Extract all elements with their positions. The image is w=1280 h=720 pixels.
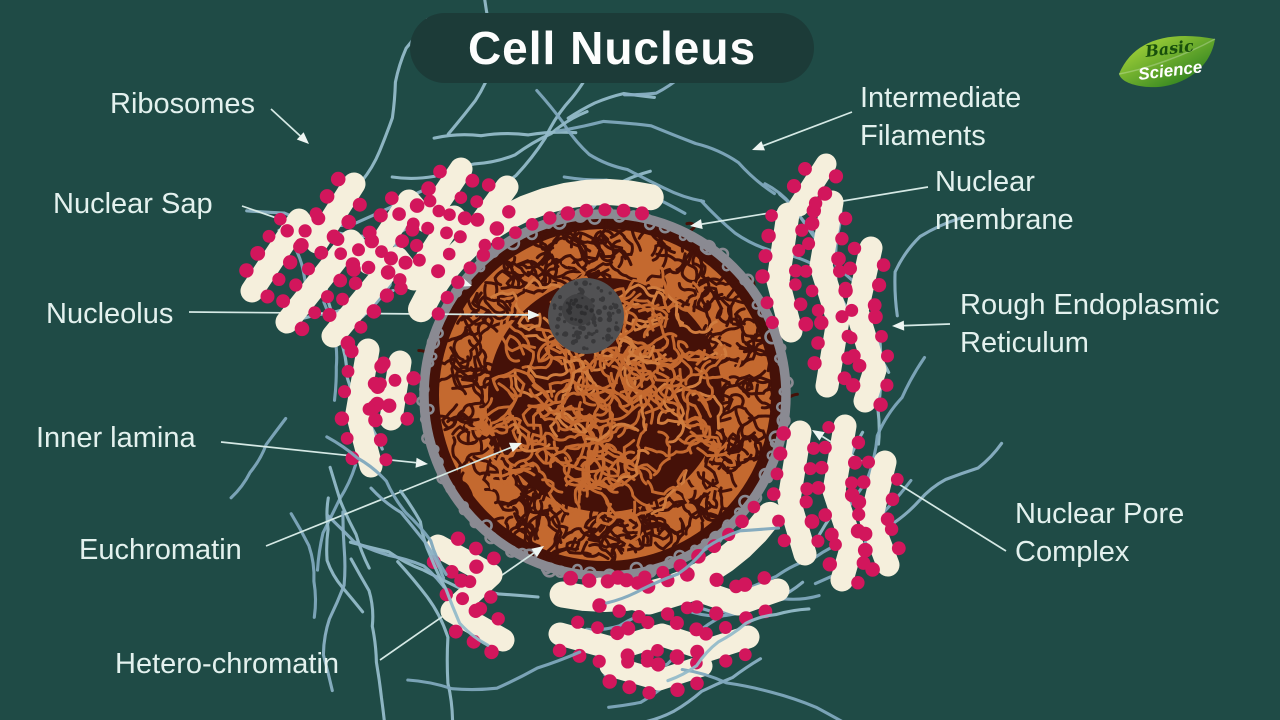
label-nuclear-membrane: Nuclear membrane (935, 166, 1074, 236)
nucleus (416, 206, 799, 587)
label-ribosomes: Ribosomes (110, 88, 256, 120)
label-inner-lamina: Inner lamina (36, 422, 196, 454)
leaf-icon: Basic Science (1118, 36, 1216, 88)
page-title: Cell Nucleus (467, 22, 757, 74)
label-nuclear-pore-complex: Nuclear Pore Complex (1015, 498, 1185, 568)
label-nuclear-sap: Nuclear Sap (53, 188, 213, 220)
ribosome-dots (239, 162, 906, 700)
label-euchromatin: Euchromatin (79, 534, 242, 566)
rough-er-strips (240, 153, 900, 691)
label-nucleolus: Nucleolus (46, 298, 174, 330)
filaments-foreground (321, 435, 843, 720)
label-intermediate-filaments: Intermediate Filaments (860, 82, 1022, 152)
title-banner: Cell Nucleus (410, 13, 814, 83)
label-rough-er: Rough Endoplasmic Reticulum (960, 289, 1220, 359)
label-heterochromatin: Hetero-chromatin (115, 648, 340, 680)
brand-logo: Basic Science (1114, 28, 1220, 98)
